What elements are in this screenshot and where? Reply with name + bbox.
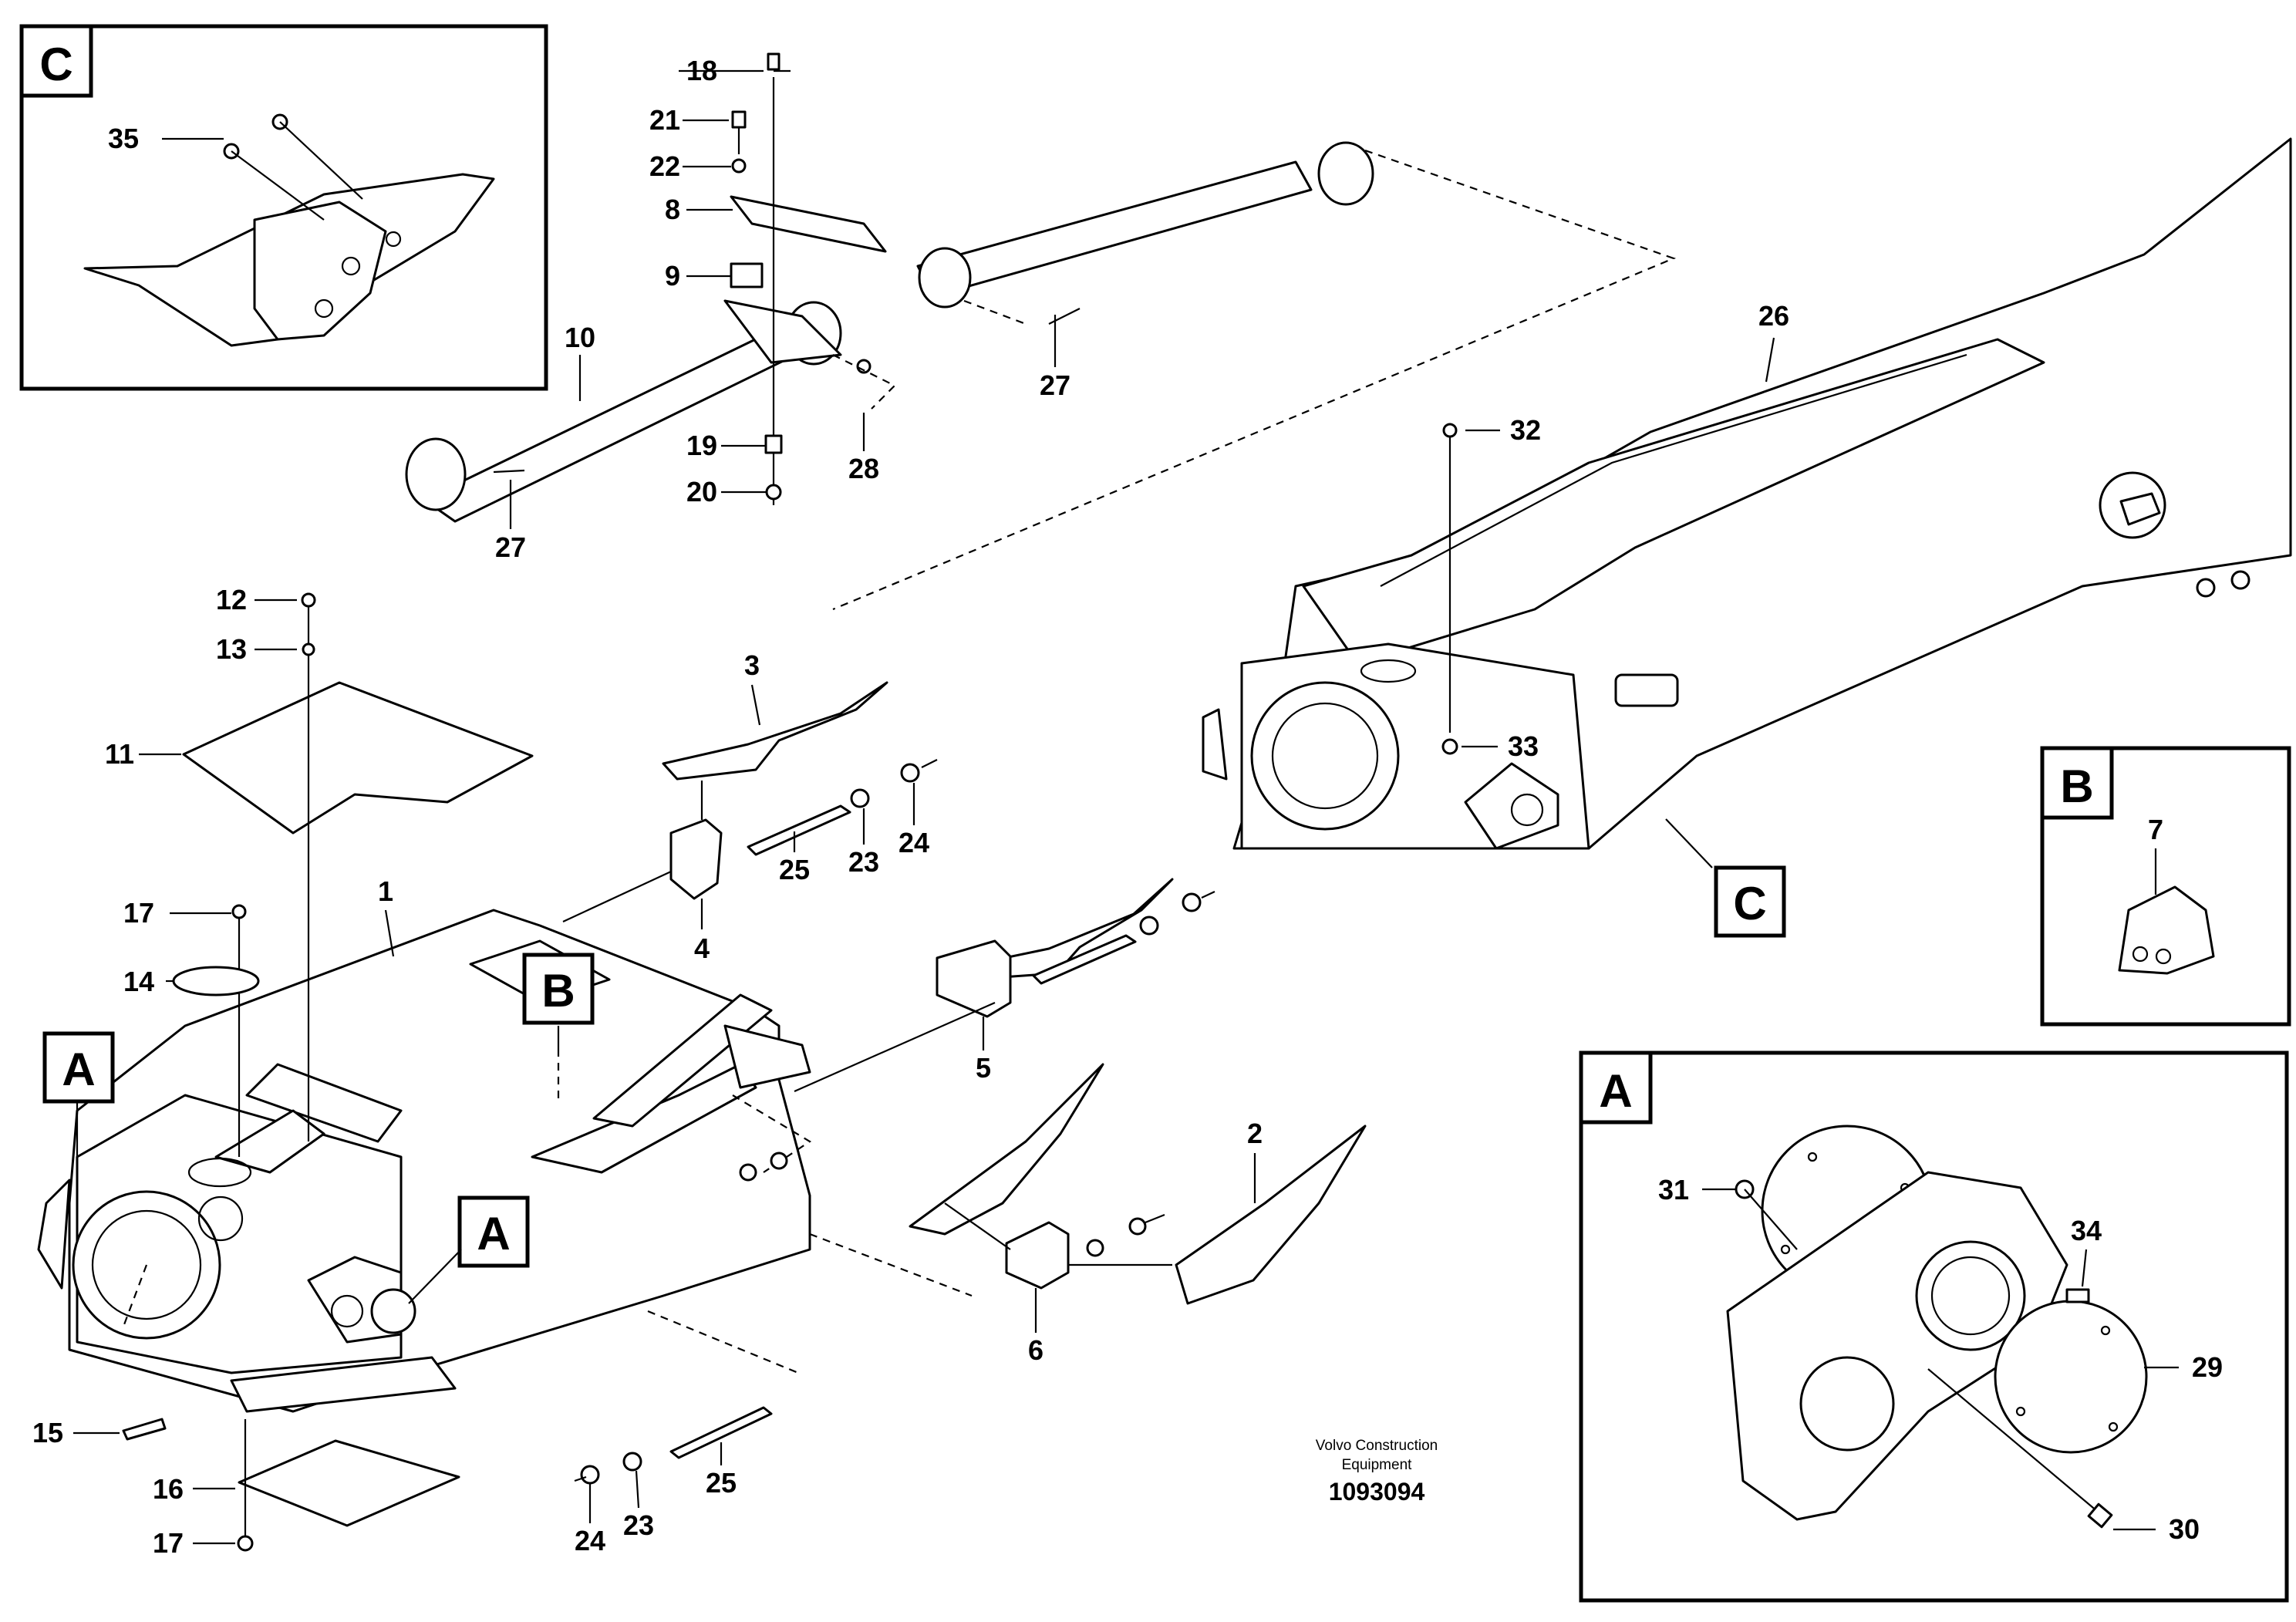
callout-35: 35	[108, 123, 139, 154]
callout-27-right: 27	[1040, 369, 1070, 401]
callout-13: 13	[216, 633, 247, 665]
cover-plate-lower	[1994, 1300, 2148, 1454]
detail-a-inset: A 31 34 29 30	[1579, 1050, 2289, 1603]
wear-pad-7	[2118, 885, 2215, 975]
callout-10: 10	[565, 322, 595, 353]
propeller-shaft-assembly	[405, 52, 1677, 611]
callout-20: 20	[686, 476, 717, 508]
callout-23-bottom: 23	[623, 1509, 654, 1541]
callout-33: 33	[1508, 730, 1539, 762]
callout-26: 26	[1758, 300, 1789, 332]
front-frame-1	[37, 909, 973, 1413]
detail-a-title: A	[1599, 1065, 1632, 1117]
callout-27-left: 27	[495, 531, 526, 563]
strip-15	[122, 1418, 167, 1441]
callout-19: 19	[686, 430, 717, 461]
callout-5: 5	[976, 1052, 991, 1084]
callout-16: 16	[153, 1473, 184, 1505]
callout-31: 31	[1658, 1174, 1689, 1206]
callout-17-bottom: 17	[153, 1527, 184, 1559]
callout-11: 11	[105, 738, 134, 770]
callout-25-top: 25	[779, 854, 810, 885]
rear-frame-26	[1202, 137, 2292, 850]
callout-34: 34	[2071, 1215, 2102, 1246]
callout-30: 30	[2169, 1513, 2200, 1545]
drawing-caption: Volvo Construction Equipment 1093094	[1316, 1438, 1438, 1506]
wear-strip-3	[662, 681, 888, 781]
caption-company-line2: Equipment	[1342, 1457, 1413, 1473]
callout-8: 8	[665, 194, 680, 225]
detail-c-inset: C 35	[19, 24, 548, 391]
tag-a-right: A	[477, 1208, 510, 1259]
detail-b-inset: B 7	[2040, 746, 2291, 1027]
cover-plate-16	[238, 1439, 460, 1527]
spacer-9	[730, 262, 764, 288]
callout-21: 21	[649, 104, 680, 136]
wear-pad-5	[936, 939, 1012, 1018]
tag-b: B	[541, 965, 575, 1017]
callout-9: 9	[665, 260, 680, 292]
callout-7: 7	[2148, 814, 2163, 845]
callout-1: 1	[378, 875, 393, 907]
callout-3: 3	[744, 649, 760, 681]
drawing-number: 1093094	[1329, 1478, 1425, 1506]
callout-14: 14	[123, 966, 154, 997]
caption-company-line1: Volvo Construction	[1316, 1438, 1438, 1454]
cover-plate-11	[182, 681, 534, 835]
wear-pad-4	[669, 818, 723, 900]
callout-25-bottom: 25	[706, 1467, 737, 1499]
wear-strip-2	[1175, 1125, 1367, 1305]
callout-28: 28	[848, 453, 879, 484]
callout-4: 4	[694, 932, 710, 964]
callout-15: 15	[32, 1417, 63, 1448]
callout-17-top: 17	[123, 897, 154, 929]
detail-c-title: C	[39, 39, 72, 90]
callout-24-top: 24	[899, 827, 929, 858]
wear-pad-6	[1005, 1221, 1070, 1290]
wear-strip-6-left	[909, 1063, 1104, 1236]
callout-32: 32	[1510, 414, 1541, 446]
callout-2: 2	[1247, 1118, 1263, 1149]
callout-29: 29	[2192, 1351, 2223, 1383]
callout-6: 6	[1028, 1334, 1043, 1366]
tag-c: C	[1733, 878, 1766, 929]
detail-b-title: B	[2060, 760, 2093, 812]
callout-23-top: 23	[848, 846, 879, 878]
plug-14	[172, 966, 260, 996]
callout-22: 22	[649, 150, 680, 182]
tag-a-left: A	[62, 1044, 95, 1095]
callout-12: 12	[216, 584, 247, 615]
bracket-c-part	[83, 113, 495, 347]
bearing-bracket-8	[730, 195, 887, 253]
callout-24-bottom: 24	[575, 1525, 605, 1556]
